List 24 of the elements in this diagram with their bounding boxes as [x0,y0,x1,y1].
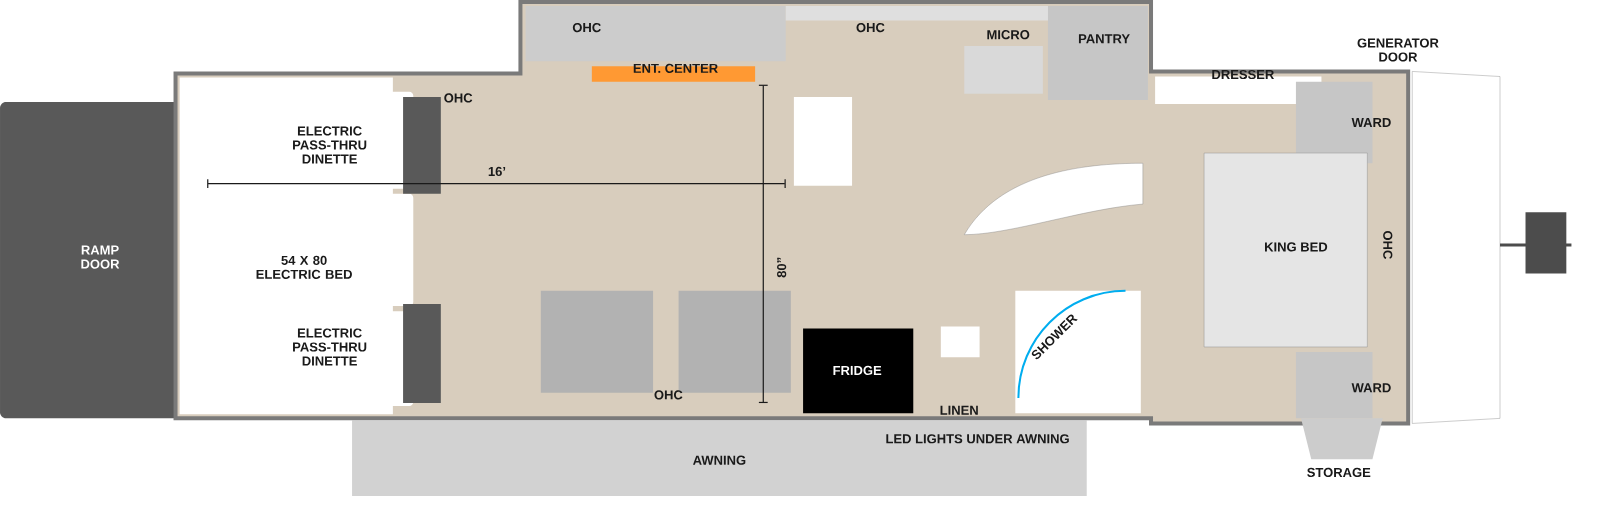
room-label: DRESSER [1212,69,1274,79]
room-label: AWNING [693,455,746,465]
room-label: GENERATOR DOOR [1357,38,1439,62]
room-label: ELECTRIC PASS-THRU DINETTE [293,328,367,366]
room-label: WARD [1351,383,1391,393]
room-label: 54 X 80 ELECTRIC BED [256,255,352,279]
room-label: OHC [856,22,885,33]
room-label: LINEN [940,405,978,415]
room-label: OHC [654,390,683,400]
room-label: WARD [1351,117,1391,127]
room-label: LED LIGHTS UNDER AWNING [886,434,1069,444]
dimension-label: 16’ [488,166,506,176]
room-label: MICRO [987,30,1030,40]
room-label: FRIDGE [833,365,882,375]
room-label: OHC [572,22,601,33]
room-label: KING BED [1265,242,1328,252]
room-label: STORAGE [1307,467,1371,477]
room-label: RAMP DOOR [81,245,120,269]
room-label: OHC [1383,230,1393,259]
room-label: ELECTRIC PASS-THRU DINETTE [293,126,367,164]
room-label: PANTRY [1078,34,1130,44]
room-label: ENT. CENTER [633,63,718,73]
dimension-label: 80” [777,257,787,278]
room-label: OHC [444,93,473,103]
